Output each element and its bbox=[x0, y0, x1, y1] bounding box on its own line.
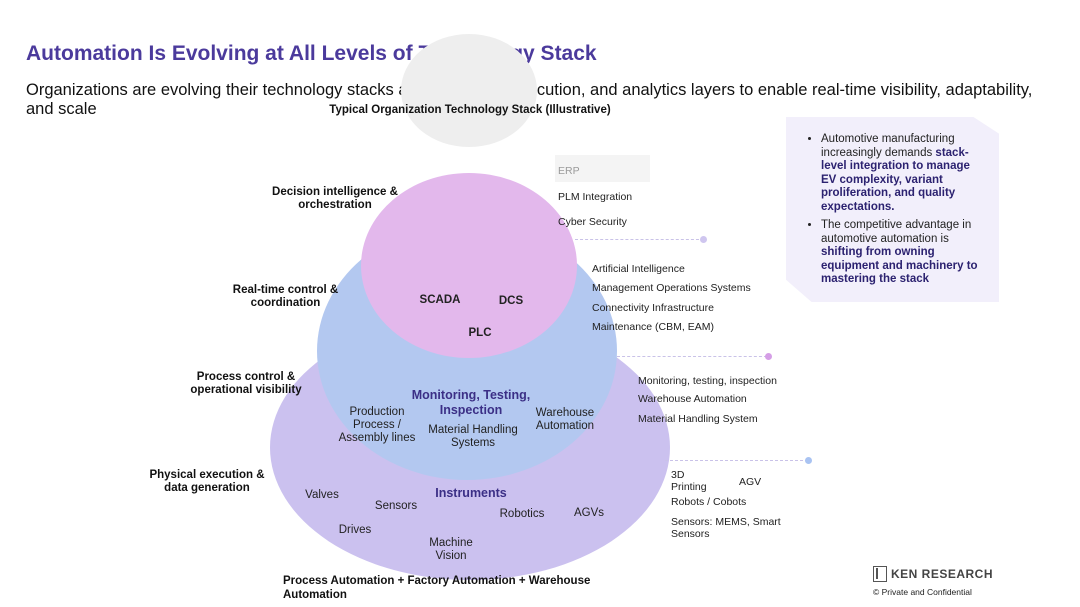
label-robotics: Robotics bbox=[499, 508, 545, 520]
connector-line-3 bbox=[665, 460, 808, 461]
label-dcs: DCS bbox=[498, 295, 524, 307]
label-drives: Drives bbox=[338, 524, 372, 536]
label-warehouse: Warehouse Automation bbox=[535, 407, 595, 432]
side-item-ai: Artificial Intelligence bbox=[592, 263, 685, 275]
side-item-warehouse: Warehouse Automation bbox=[638, 393, 747, 405]
connector-dot-3 bbox=[805, 457, 812, 464]
callout-bullet-2: The competitive advantage in automotive … bbox=[821, 219, 987, 287]
side-item-monitoring: Monitoring, testing, inspection bbox=[638, 375, 777, 387]
side-item-mos: Management Operations Systems bbox=[592, 282, 751, 294]
layer-label-realtime: Real-time control & coordination bbox=[232, 284, 339, 309]
insight-callout: Automotive manufacturing increasingly de… bbox=[786, 117, 999, 302]
label-plc: PLC bbox=[468, 327, 492, 339]
erp-box bbox=[555, 155, 650, 182]
callout-bullet-1: Automotive manufacturing increasingly de… bbox=[821, 133, 987, 214]
ghost-circle bbox=[401, 34, 537, 147]
side-item-robots: Robots / Cobots bbox=[671, 496, 747, 508]
inner-circle-control bbox=[361, 173, 577, 358]
side-item-maintenance: Maintenance (CBM, EAM) bbox=[592, 321, 714, 333]
ken-research-logo-icon bbox=[873, 566, 887, 582]
side-item-material: Material Handling System bbox=[638, 413, 758, 425]
side-item-smart-sensors: Sensors: MEMS, Smart Sensors bbox=[671, 516, 781, 540]
connector-line-1 bbox=[575, 239, 704, 240]
side-item-agv: AGV bbox=[739, 476, 762, 488]
mid-heading: Monitoring, Testing, Inspection bbox=[411, 388, 531, 417]
side-item-erp: ERP bbox=[558, 165, 580, 177]
footer-automation-label: Process Automation + Factory Automation … bbox=[283, 575, 591, 601]
label-scada: SCADA bbox=[419, 294, 461, 306]
layer-label-decision: Decision intelligence & orchestration bbox=[272, 186, 398, 211]
layer-label-physical: Physical execution & data generation bbox=[149, 469, 265, 494]
label-valves: Valves bbox=[305, 489, 339, 501]
side-item-plm: PLM Integration bbox=[558, 191, 633, 203]
connector-dot-2 bbox=[765, 353, 772, 360]
label-production: Production Process / Assembly lines bbox=[338, 406, 416, 444]
company-logo: KEN RESEARCH bbox=[873, 565, 993, 583]
copyright-notice: © Private and Confidential bbox=[873, 587, 972, 597]
stack-title: Typical Organization Technology Stack (I… bbox=[329, 104, 611, 116]
label-material-handling: Material Handling Systems bbox=[428, 424, 518, 449]
outer-heading: Instruments bbox=[435, 486, 507, 500]
side-item-connectivity: Connectivity Infrastructure bbox=[592, 302, 714, 314]
side-item-3d-printing: 3D Printing bbox=[671, 469, 707, 493]
logo-text: KEN RESEARCH bbox=[891, 567, 994, 581]
label-sensors: Sensors bbox=[374, 500, 418, 512]
side-item-cyber: Cyber Security bbox=[558, 216, 627, 228]
label-agvs: AGVs bbox=[573, 507, 605, 519]
label-machine-vision: Machine Vision bbox=[429, 537, 473, 562]
layer-label-process: Process control & operational visibility bbox=[190, 371, 302, 396]
connector-line-2 bbox=[617, 356, 767, 357]
connector-dot-1 bbox=[700, 236, 707, 243]
